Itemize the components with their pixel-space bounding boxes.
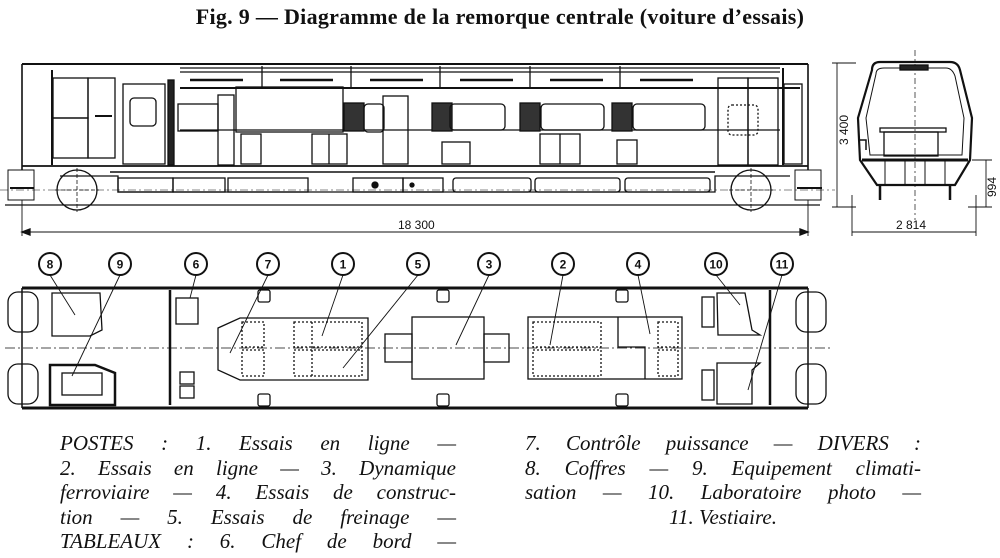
caption-line: ferroviaire — 4. Essais de construc- [60, 480, 456, 504]
callout-number: 9 [117, 258, 124, 272]
callout-number: 7 [265, 258, 272, 272]
caption-line: TABLEAUX : 6. Chef de bord — [60, 529, 456, 553]
callout-group: 8 9 6 7 1 5 3 2 4 10 11 [38, 252, 794, 276]
callout-circle [38, 252, 62, 276]
callout-6: 6 [184, 252, 208, 276]
figure-title: Fig. 9 — Diagramme de la remorque centra… [195, 4, 805, 29]
callout-1: 1 [331, 252, 355, 276]
callout-2: 2 [551, 252, 575, 276]
callout-number: 8 [47, 258, 54, 272]
callout-circle [626, 252, 650, 276]
callout-circle [406, 252, 430, 276]
callout-number: 5 [415, 258, 422, 272]
caption-line: sation — 10. Laboratoire photo — [525, 480, 921, 504]
callout-number: 2 [560, 258, 567, 272]
callout-leaders [49, 274, 783, 391]
callout-11: 11 [770, 252, 794, 276]
caption-line: POSTES : 1. Essais en ligne — [60, 431, 456, 455]
callout-8: 8 [38, 252, 62, 276]
floor-height-dimension-label: 994 [985, 177, 999, 197]
callout-circle [551, 252, 575, 276]
length-dimension [20, 200, 810, 236]
callout-10: 10 [704, 252, 728, 276]
callout-circle [256, 252, 280, 276]
length-dimension-label: 18 300 [398, 218, 435, 232]
height-dimension-label: 3 400 [837, 115, 851, 145]
callout-circle [704, 252, 728, 276]
caption-line: tion — 5. Essais de freinage — [60, 504, 456, 529]
plan-view [5, 286, 830, 410]
callout-circle [331, 252, 355, 276]
callout-circle [184, 252, 208, 276]
callout-7: 7 [256, 252, 280, 276]
callout-3: 3 [477, 252, 501, 276]
callout-number: 6 [193, 258, 200, 272]
callout-number: 4 [635, 258, 642, 272]
caption-right: 7. Contrôle puissance — DIVERS : 8. Coff… [525, 431, 921, 529]
callout-4: 4 [626, 252, 650, 276]
callout-number: 11 [776, 258, 789, 272]
caption-left: POSTES : 1. Essais en ligne — 2. Essais … [60, 431, 456, 554]
caption-line: 2. Essais en ligne — 3. Dynamique [60, 455, 456, 480]
callout-number: 10 [709, 258, 723, 272]
callout-9: 9 [108, 252, 132, 276]
width-dimension-label: 2 814 [896, 218, 926, 232]
callout-circle [477, 252, 501, 276]
callout-circle [108, 252, 132, 276]
caption-line: 11. Vestiaire. [669, 504, 777, 529]
callout-number: 3 [486, 258, 493, 272]
caption-line: 7. Contrôle puissance — DIVERS : [525, 431, 921, 455]
cross-section [851, 50, 992, 236]
callout-number: 1 [340, 258, 347, 272]
callout-circle [770, 252, 794, 276]
side-view [0, 63, 835, 212]
caption-line: 8. Coffres — 9. Equipement climati- [525, 455, 921, 480]
callout-5: 5 [406, 252, 430, 276]
